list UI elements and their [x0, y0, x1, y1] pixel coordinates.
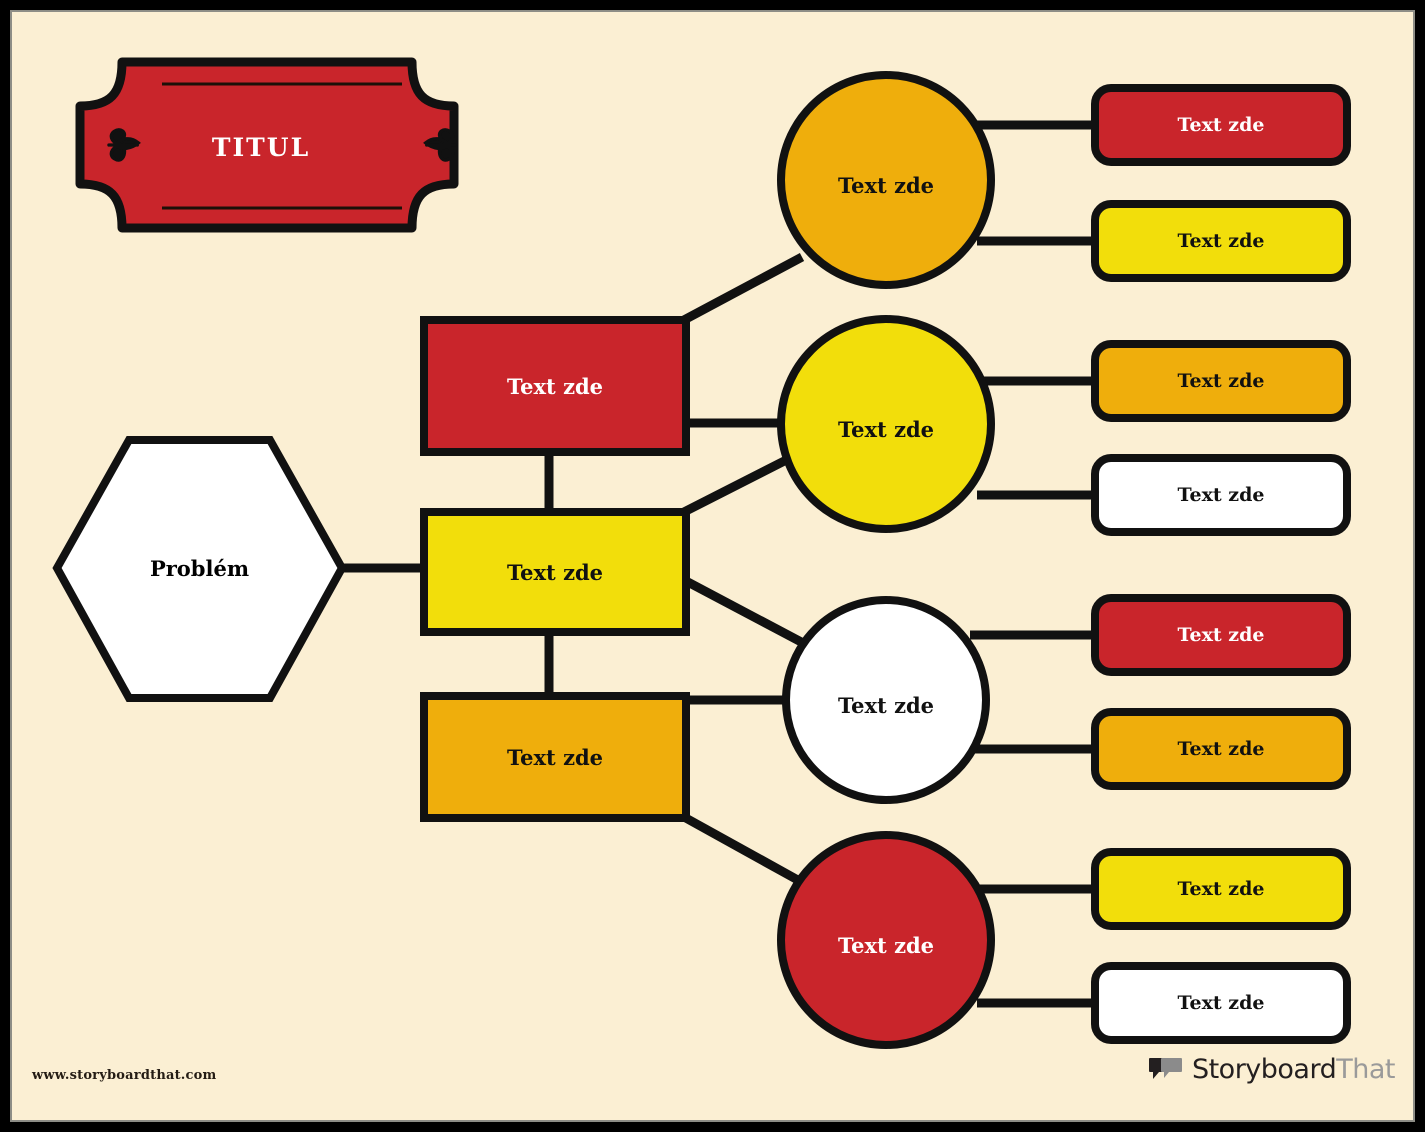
circle-node-1[interactable] — [777, 71, 995, 289]
connector-branch-2-to-circle-2 — [681, 447, 805, 517]
pill-4[interactable] — [1091, 454, 1351, 536]
page-title: TITUL — [211, 132, 311, 162]
pill-8[interactable] — [1091, 962, 1351, 1044]
pill-2[interactable] — [1091, 200, 1351, 282]
logo-text-secondary: That — [1336, 1054, 1395, 1085]
connector-branch-1-to-circle-1 — [681, 253, 805, 324]
title-plaque[interactable]: TITUL — [80, 62, 442, 232]
pill-5[interactable] — [1091, 594, 1351, 676]
pill-6[interactable] — [1091, 708, 1351, 790]
diagram-canvas — [52, 57, 1351, 1049]
connector-branch-2-to-circle-3 — [681, 576, 808, 648]
connector-branch-3-to-circle-4 — [681, 813, 808, 888]
storyboardthat-logo[interactable]: StoryboardThat — [1148, 1054, 1395, 1085]
circle-node-2[interactable] — [777, 315, 995, 533]
circle-node-3[interactable] — [782, 596, 990, 804]
connector-lines — [342, 120, 1110, 1008]
problem-hexagon[interactable] — [52, 436, 347, 702]
title-plaque-shape — [75, 57, 459, 233]
pill-7[interactable] — [1091, 848, 1351, 930]
pill-1[interactable] — [1091, 84, 1351, 166]
pill-3[interactable] — [1091, 340, 1351, 422]
circle-node-4[interactable] — [777, 831, 995, 1049]
logo-text-primary: Storyboard — [1191, 1054, 1337, 1085]
branch-rect-2[interactable] — [420, 508, 690, 636]
speech-bubbles-icon — [1148, 1057, 1182, 1079]
footer-url[interactable]: www.storyboardthat.com — [32, 1068, 217, 1083]
branch-rect-3[interactable] — [420, 692, 690, 822]
pill-group — [1091, 84, 1351, 1044]
poster-canvas: TITUL Problém Text zde Text zde Text zde… — [10, 10, 1415, 1122]
branch-rect-1[interactable] — [420, 316, 690, 456]
